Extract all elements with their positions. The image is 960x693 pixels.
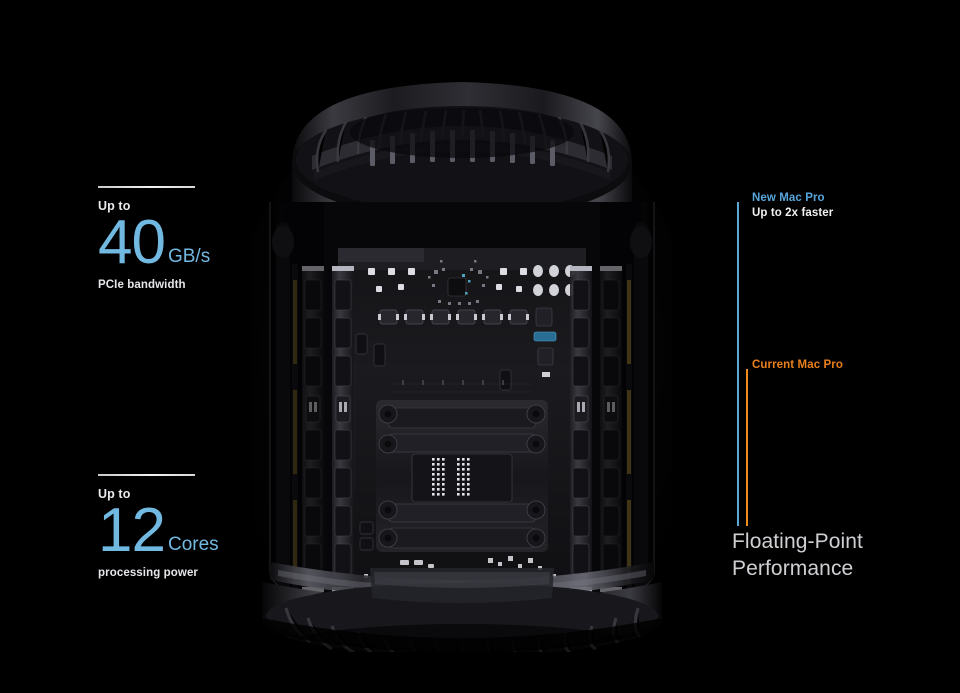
chart-label-new-mac-pro: New Mac Pro Up to 2x faster bbox=[752, 191, 833, 220]
dimm-module bbox=[570, 266, 592, 592]
power-section bbox=[533, 307, 557, 377]
stat-caption-label: processing power bbox=[98, 567, 199, 580]
chart-label-current-mac-pro: Current Mac Pro bbox=[752, 358, 843, 373]
chart-bar-current-mac-pro bbox=[746, 369, 748, 526]
smd-components-top bbox=[368, 268, 527, 292]
stat-divider-rule bbox=[98, 474, 195, 476]
stat-unit-label: Cores bbox=[167, 533, 219, 555]
mac-pro-product-image bbox=[252, 52, 672, 652]
board-connectors bbox=[355, 333, 512, 551]
stat-block-pcie-bandwidth: Up to 40 GB/s PCIe bandwidth bbox=[98, 186, 328, 291]
chart-series-name: New Mac Pro bbox=[752, 192, 825, 204]
stat-figure: 40 GB/s bbox=[98, 207, 328, 277]
chart-title-line-1: Floating-Point bbox=[732, 530, 863, 553]
stat-figure: 12 Cores bbox=[98, 495, 328, 565]
capacitor-cans bbox=[533, 265, 575, 296]
chart-bars-group bbox=[730, 186, 760, 526]
stat-unit-label: GB/s bbox=[167, 245, 211, 267]
floating-point-performance-chart: New Mac Pro Up to 2x faster Current Mac … bbox=[730, 186, 945, 586]
chart-series-detail: Up to 2x faster bbox=[752, 206, 834, 219]
chipset-cluster bbox=[428, 260, 489, 305]
stat-number-value: 40 bbox=[98, 207, 166, 277]
vrm-inductors bbox=[378, 309, 529, 325]
chart-title: Floating-Point Performance bbox=[732, 529, 863, 583]
cpu-socket-assembly bbox=[376, 400, 548, 552]
stat-prefix-label: Up to bbox=[98, 199, 131, 213]
stat-prefix-label: Up to bbox=[98, 487, 131, 501]
stat-block-processing-cores: Up to 12 Cores processing power bbox=[98, 474, 328, 579]
stat-divider-rule bbox=[98, 186, 195, 188]
cpu-pin-grid bbox=[432, 458, 470, 496]
chart-series-name: Current Mac Pro bbox=[752, 359, 843, 371]
stat-caption-label: PCIe bandwidth bbox=[98, 279, 186, 292]
front-bezel-plate bbox=[370, 568, 554, 603]
dimm-module bbox=[332, 266, 354, 592]
stat-number-value: 12 bbox=[98, 495, 166, 565]
chart-title-line-2: Performance bbox=[732, 556, 854, 580]
heatsink-screws bbox=[378, 404, 546, 548]
top-vent-assembly bbox=[292, 82, 632, 220]
enclosure-body bbox=[269, 202, 655, 613]
chart-bar-new-mac-pro bbox=[737, 202, 739, 526]
